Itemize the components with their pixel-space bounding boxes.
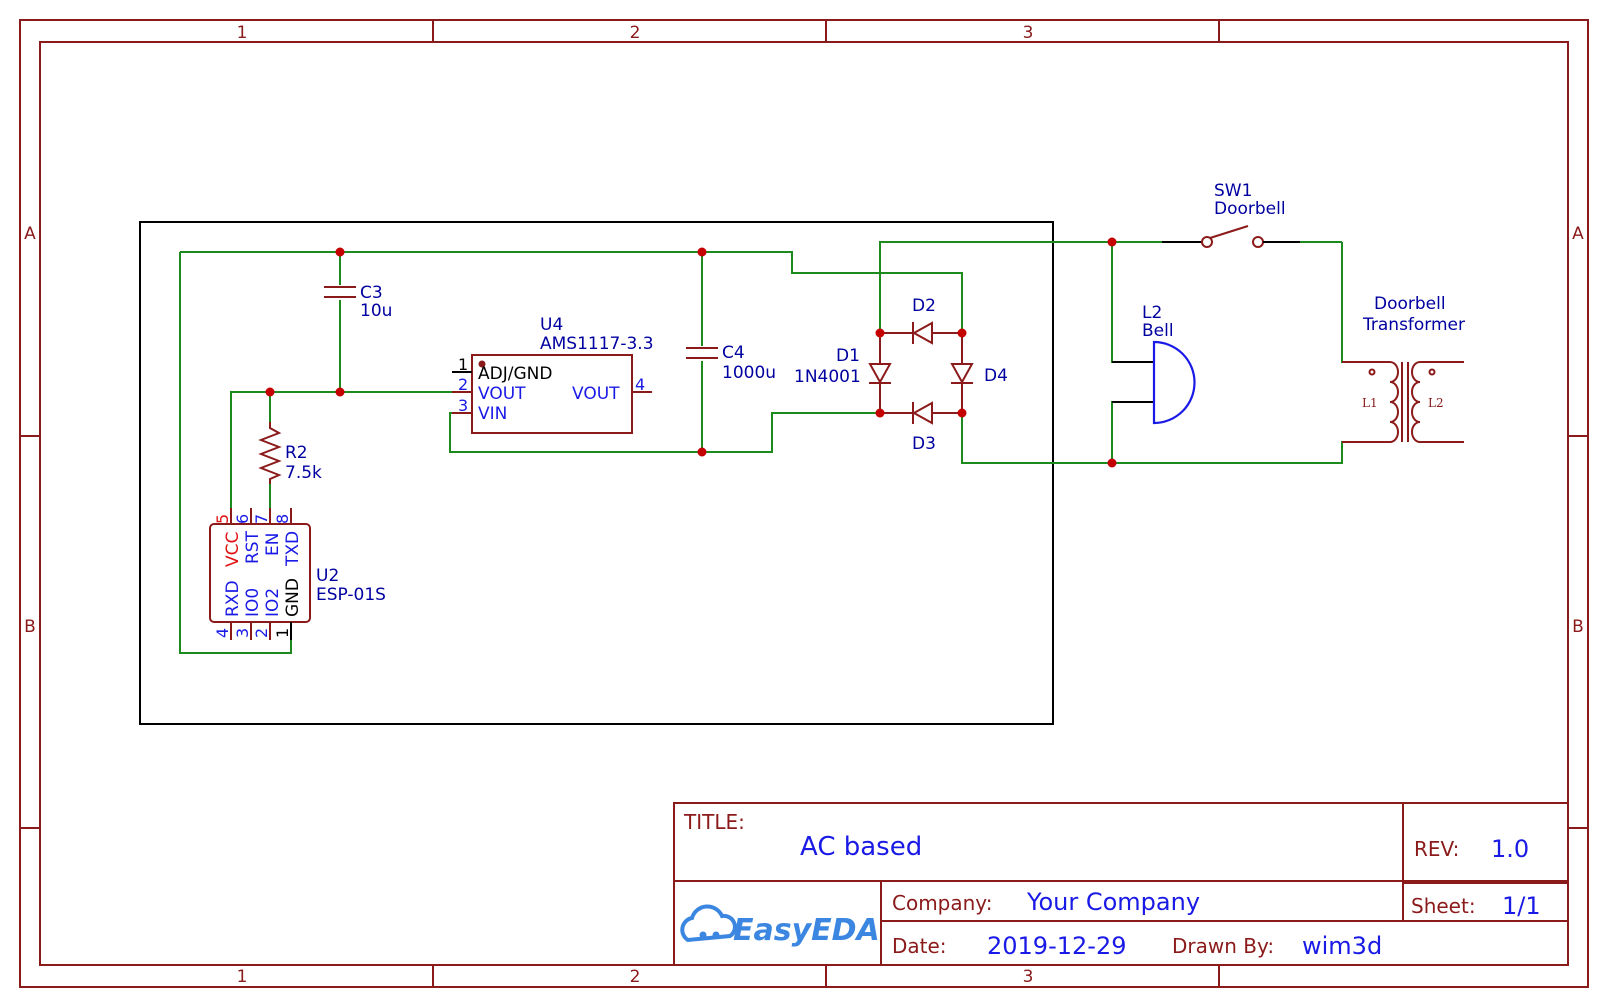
col-label-bottom-2: 2 [630,967,641,987]
sw1-value: Doorbell [1214,199,1286,219]
capacitor-c4[interactable]: C4 1000u [686,343,776,383]
d2-ref: D2 [912,296,936,316]
diode-d3[interactable]: D3 [880,401,962,454]
u4-pin4-num: 4 [635,375,645,394]
easyeda-logo: EasyEDA [680,904,880,948]
d1-value: 1N4001 [794,367,861,387]
outer-frame [19,19,1589,988]
date-value: 2019-12-29 [987,932,1126,960]
u4-pin3-num: 3 [458,396,468,415]
row-label-right-a: A [1572,224,1584,244]
r2-value: 7.5k [285,463,322,483]
title-block: TITLE: AC based REV: 1.0 Company: Your C… [673,802,1569,966]
row-label-left-b: B [24,617,36,637]
diode-d1[interactable]: D1 1N4001 [794,333,892,413]
c3-value: 10u [360,301,392,321]
row-label-left-a: A [24,224,36,244]
rev-value: 1.0 [1491,835,1529,863]
enclosure-box [139,221,1054,725]
u2-rxd-name: RXD [223,580,243,617]
l2-ref: L2 [1142,303,1162,323]
u2-pin3-num: 3 [233,628,252,638]
title-value: AC based [800,832,922,862]
transformer-line2: Transformer [1362,315,1465,335]
junctions [265,237,1117,468]
u4-pin4-name: VOUT [572,384,620,404]
d1-ref: D1 [836,346,860,366]
u4-pin1-name: ADJ/GND [478,364,552,384]
transformer[interactable]: L1 L2 Doorbell Transformer [1342,294,1465,443]
transformer-line1: Doorbell [1374,294,1446,314]
regulator-u4[interactable]: U4 AMS1117-3.3 1 2 3 4 ADJ/GND VOUT VIN … [452,315,654,434]
u2-pin1-num: 1 [273,628,292,638]
sheet-value: 1/1 [1502,892,1541,920]
r2-ref: R2 [285,443,308,463]
col-label-bottom-3: 3 [1023,967,1034,987]
col-label-top-3: 3 [1023,23,1034,43]
u4-value: AMS1117-3.3 [540,334,654,354]
date-label: Date: [892,934,947,958]
cloud-icon [680,904,737,943]
title-label: TITLE: [683,810,745,834]
u2-pin5-num: 5 [213,514,232,524]
u2-gnd-name: GND [283,578,303,617]
company-label: Company: [892,891,992,915]
u2-value: ESP-01S [316,585,386,605]
u4-pin2-name: VOUT [478,384,526,404]
u4-ref: U4 [540,315,563,335]
c3-ref: C3 [360,283,383,303]
u2-io2-name: IO2 [263,588,283,617]
bell-l2[interactable]: L2 Bell [1112,303,1196,425]
u2-pin6-name: RST [243,530,263,564]
c4-ref: C4 [722,343,745,363]
diode-bridge: D2 D1 1N4001 D4 D3 [794,296,1008,454]
u4-pin1-num: 1 [458,355,468,374]
sw1-ref: SW1 [1214,181,1252,201]
c4-value: 1000u [722,363,776,383]
rev-label: REV: [1414,837,1459,861]
drawn-by-value: wim3d [1302,932,1382,960]
u2-io0-name: IO0 [243,588,263,617]
diode-d4[interactable]: D4 [950,333,1008,413]
resistor-r2[interactable]: R2 7.5k [258,422,322,484]
u4-pin2-num: 2 [458,375,468,394]
u2-pin8-name: TXD [283,531,303,567]
transformer-coil2: L2 [1428,396,1444,410]
col-label-top-2: 2 [630,23,641,43]
sheet-label: Sheet: [1411,894,1476,918]
u4-pin3-name: VIN [478,404,507,424]
u2-pin7-num: 7 [252,514,271,524]
diode-d2[interactable]: D2 [880,296,962,345]
d3-ref: D3 [912,434,936,454]
border-ticks [20,20,1588,987]
capacitor-c3[interactable]: C3 10u [324,283,392,321]
module-u2-esp01s[interactable]: 5 6 7 8 VCC RST EN TXD RXD IO0 IO2 GND 4… [209,508,386,640]
logo-text: EasyEDA [733,913,880,948]
d4-ref: D4 [984,366,1008,386]
u2-pin8-num: 8 [273,514,292,524]
col-label-bottom-1: 1 [237,967,248,987]
row-label-right-b: B [1572,617,1584,637]
u2-pin7-name: EN [263,533,283,556]
transformer-coil1: L1 [1362,396,1378,410]
u2-pin2-num: 2 [252,628,271,638]
col-label-top-1: 1 [237,23,248,43]
u2-pin5-name: VCC [223,532,243,567]
u2-ref: U2 [316,566,339,586]
u2-pin6-num: 6 [233,514,252,524]
company-value: Your Company [1026,888,1200,916]
switch-sw1[interactable]: SW1 Doorbell [1162,181,1300,248]
drawn-by-label: Drawn By: [1172,934,1274,958]
l2-value: Bell [1142,321,1174,341]
u2-pin4-num: 4 [213,628,232,638]
